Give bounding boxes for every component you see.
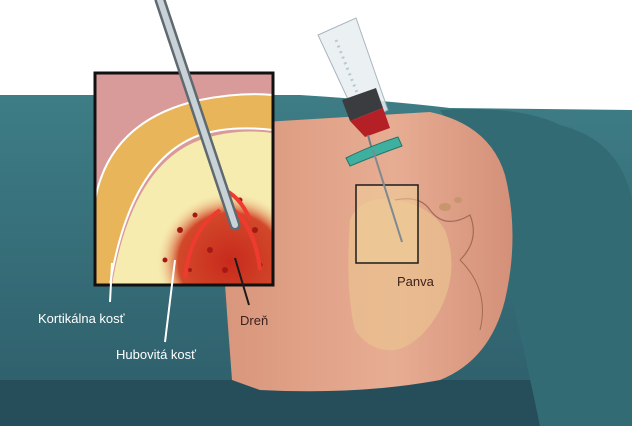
biopsy-needle: [154, 0, 241, 231]
pelvis-detail-box: [355, 184, 419, 264]
label-cortical-bone: Kortikálna kosť: [38, 311, 125, 326]
label-pelvis: Panva: [397, 274, 434, 289]
label-spongy-bone: Hubovitá kosť: [116, 347, 197, 362]
syringe: [317, 17, 403, 243]
label-leader-lines: [109, 257, 250, 343]
label-marrow: Dreň: [240, 313, 269, 328]
bone-cross-section-inset: [93, 71, 275, 287]
